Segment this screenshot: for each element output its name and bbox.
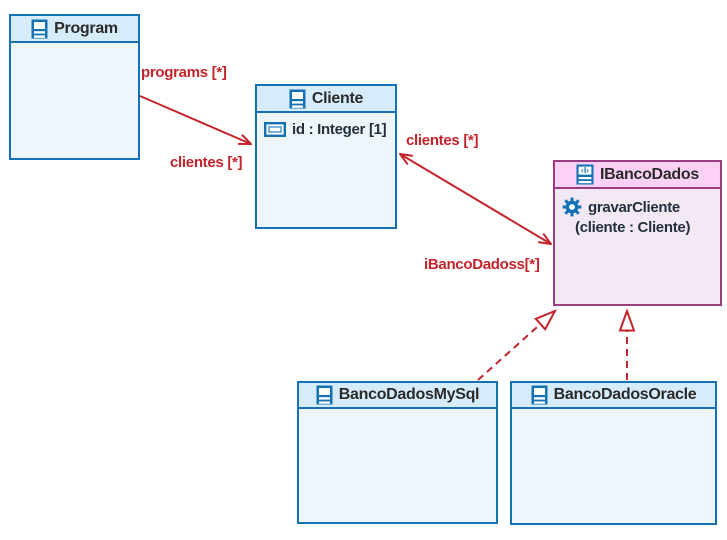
class-cliente-body: id : Integer [1] [257,113,395,138]
class-icon [531,385,548,405]
class-title: Cliente [311,89,364,107]
attribute-text: id : Integer [1] [292,121,387,138]
realization-mysql-ibancodados[interactable] [477,311,555,381]
class-bancodadosoracle-header: BancoDadosOracle [512,383,715,409]
class-title: BancoDadosMySql [338,386,480,403]
attribute-row: id : Integer [1] [257,113,395,138]
interface-title: IBancoDados [600,165,699,183]
association-program-cliente[interactable] [139,95,251,144]
class-bancodadosoracle[interactable]: BancoDadosOracle [510,381,717,525]
class-icon [289,89,306,109]
association-cliente-ibancodados[interactable] [400,154,551,244]
interface-icon: ‹I› [576,164,594,185]
interface-ibancodados-header: ‹I› IBancoDados [555,162,720,189]
role-label-ibancodadoss[interactable]: iBancoDadoss[*] [424,256,540,273]
gear-icon [562,197,582,217]
operation-params: (cliente : Cliente) [575,219,691,236]
class-bancodadosmysql[interactable]: BancoDadosMySql [297,381,498,524]
class-icon [316,385,333,405]
class-title: BancoDadosOracle [553,386,697,403]
class-icon [31,19,48,39]
role-label-programs[interactable]: programs [*] [141,64,227,81]
class-program-header: Program [11,16,138,43]
class-bancodadosmysql-header: BancoDadosMySql [299,383,496,409]
operation-row: gravarCliente [555,189,720,217]
attribute-icon [264,122,286,137]
class-title: Program [54,19,118,37]
interface-ibancodados-body: gravarCliente (cliente : Cliente) [555,189,720,236]
interface-ibancodados[interactable]: ‹I› IBancoDados [553,160,722,306]
operation-name: gravarCliente [588,198,680,216]
role-label-clientes-left[interactable]: clientes [*] [170,154,243,171]
role-label-clientes-right[interactable]: clientes [*] [406,132,479,149]
class-cliente[interactable]: Cliente id : Integer [1] [255,84,397,229]
class-program[interactable]: Program [9,14,140,160]
class-cliente-header: Cliente [257,86,395,113]
interface-glyph: ‹I› [581,165,589,175]
